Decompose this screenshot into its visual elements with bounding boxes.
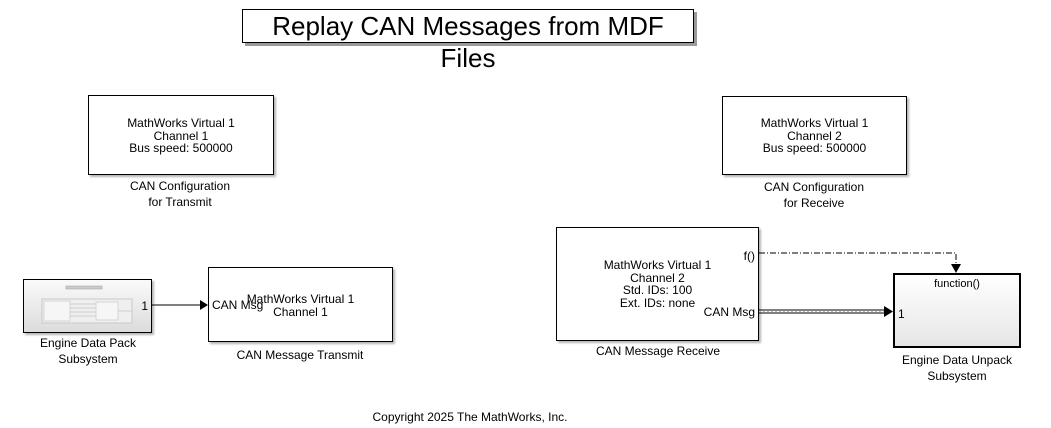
block-line: Ext. IDs: none [619, 295, 696, 310]
copyright-text: Copyright 2025 The MathWorks, Inc. [372, 410, 568, 424]
block-line: Channel 2 [787, 128, 842, 143]
caption-line: for Transmit [148, 195, 212, 209]
block-line: Bus speed: 500000 [129, 141, 233, 155]
block-line: Std. IDs: 100 [622, 283, 693, 297]
engine-data-unpack-subsystem[interactable]: function() 1 [893, 273, 1021, 348]
can-config-receive-caption: CAN Configuration for Receive [694, 179, 934, 211]
block-line: MathWorks Virtual 1 [603, 258, 712, 272]
unpack-input-port-label: 1 [898, 307, 905, 321]
function-call-line [759, 252, 957, 264]
receive-output-port-label: CAN Msg [703, 305, 755, 319]
transmit-input-port-label: CAN Msg [212, 298, 264, 312]
receive-fcn-port-label: f() [743, 249, 755, 263]
engine-data-pack-caption: Engine Data Pack Subsystem [8, 335, 168, 367]
can-config-receive-block[interactable]: MathWorks Virtual 1 Channel 2 Bus speed:… [722, 96, 907, 175]
function-trigger-label: function() [934, 278, 980, 290]
can-message-transmit-caption: CAN Message Transmit [236, 348, 364, 362]
pack-output-port-label: 1 [141, 299, 148, 313]
arrowhead-icon [951, 264, 961, 273]
caption-line: Engine Data Unpack [901, 353, 1013, 367]
engine-data-pack-subsystem[interactable]: 1 [23, 279, 152, 333]
can-config-transmit-block[interactable]: MathWorks Virtual 1 Channel 1 Bus speed:… [88, 95, 274, 175]
engine-data-unpack-caption: Engine Data Unpack Subsystem [877, 352, 1037, 384]
block-line: MathWorks Virtual 1 [760, 116, 869, 130]
caption-line: CAN Configuration [763, 180, 865, 194]
block-line: Channel 2 [630, 270, 685, 285]
arrowhead-icon [884, 306, 893, 317]
arrowhead-icon [200, 300, 208, 310]
block-line: Channel 1 [153, 128, 209, 143]
subsystem-thumbnail-icon [41, 285, 133, 324]
block-line: MathWorks Virtual 1 [127, 116, 235, 130]
model-title: Replay CAN Messages from MDF Files [242, 9, 694, 73]
can-message-receive-caption: CAN Message Receive [595, 344, 721, 358]
caption-line: CAN Configuration [129, 179, 231, 193]
block-line: MathWorks Virtual 1 [246, 292, 355, 306]
caption-line: Engine Data Pack [39, 336, 137, 350]
block-line: Channel 1 [273, 304, 328, 319]
caption-line: Subsystem [927, 369, 987, 383]
caption-line: Subsystem [58, 352, 118, 366]
can-config-transmit-caption: CAN Configuration for Transmit [60, 178, 300, 210]
can-message-receive-block[interactable]: MathWorks Virtual 1 Channel 2 Std. IDs: … [556, 227, 759, 341]
can-message-transmit-block[interactable]: MathWorks Virtual 1 Channel 1 CAN Msg [208, 267, 393, 342]
block-line: Bus speed: 500000 [762, 141, 867, 155]
caption-line: for Receive [783, 196, 845, 210]
